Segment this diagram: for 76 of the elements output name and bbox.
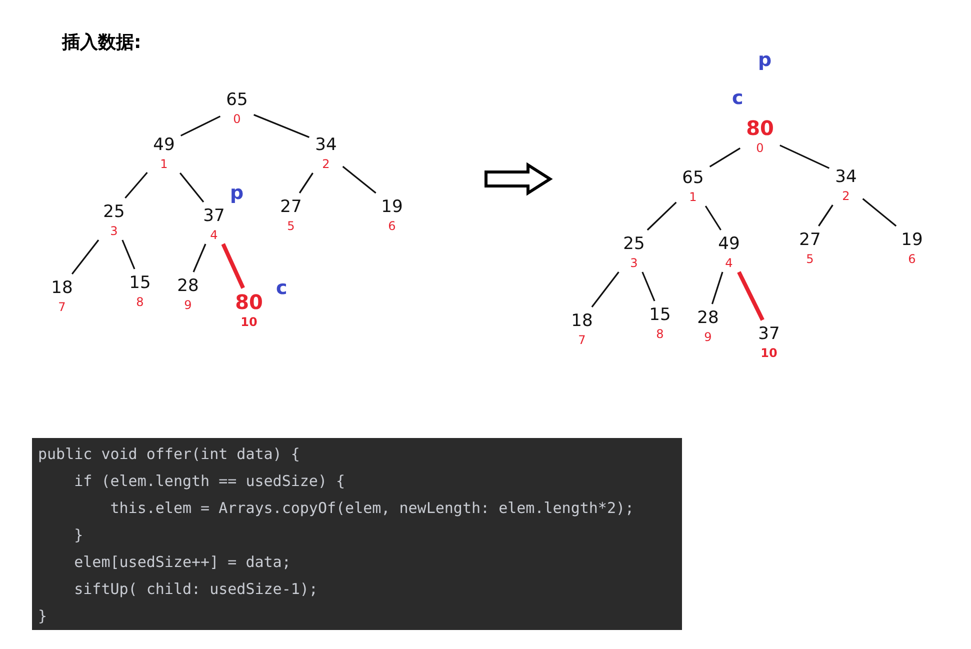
tree-edge <box>737 271 764 321</box>
array-index: 7 <box>58 300 66 314</box>
tree-edge <box>709 148 741 168</box>
tree-edge <box>192 244 206 272</box>
array-index: 9 <box>184 298 192 312</box>
node-value: 15 <box>129 273 151 293</box>
tree-edge <box>780 144 830 169</box>
array-index: 9 <box>704 330 712 344</box>
node-value: 18 <box>51 278 73 298</box>
array-index: 7 <box>578 333 586 347</box>
array-index: 10 <box>760 346 778 360</box>
node-value: 28 <box>177 276 199 296</box>
node-value: 27 <box>799 230 821 250</box>
code-line: } <box>73 525 84 545</box>
tree-edge <box>342 166 376 194</box>
pointer-label: c <box>276 278 288 298</box>
pointer-label: p <box>758 50 772 70</box>
code-line: if (elem.length == usedSize) { <box>73 471 346 491</box>
array-index: 3 <box>110 224 118 238</box>
array-index: 6 <box>908 252 916 266</box>
array-index: 2 <box>322 157 330 171</box>
node-value: 65 <box>226 90 248 110</box>
node-value: 34 <box>315 135 337 155</box>
tree-edge <box>221 243 245 289</box>
array-index: 2 <box>842 189 850 203</box>
array-index: 1 <box>160 157 168 171</box>
pointer-label: c <box>732 88 744 108</box>
code-line: siftUp( child: usedSize-1); <box>73 579 318 599</box>
array-index: 3 <box>630 256 638 270</box>
tree-edge <box>704 206 722 230</box>
node-value: 49 <box>718 234 740 254</box>
array-index: 0 <box>756 141 764 155</box>
node-value: 37 <box>758 324 780 344</box>
node-value: 25 <box>103 202 125 222</box>
tree-edge <box>254 114 310 138</box>
node-value: 25 <box>623 234 645 254</box>
array-index: 6 <box>388 219 396 233</box>
array-index: 4 <box>210 228 218 242</box>
tree-edge <box>646 202 677 231</box>
tree-edge <box>298 172 314 194</box>
array-index: 5 <box>806 252 814 266</box>
code-line: public void offer(int data) { <box>38 444 300 464</box>
tree-edge <box>642 272 656 302</box>
tree-edge <box>862 198 897 227</box>
node-value: 18 <box>571 311 593 331</box>
node-value: 65 <box>682 168 704 188</box>
tree-edge <box>180 116 221 136</box>
tree-edge <box>818 204 834 226</box>
title: 插入数据: <box>62 31 142 54</box>
node-value: 19 <box>381 197 403 217</box>
tree-edge <box>179 172 204 202</box>
array-index: 1 <box>689 190 697 204</box>
code-line: elem[usedSize++] = data; <box>73 552 291 572</box>
node-value: 19 <box>901 230 923 250</box>
node-value: 28 <box>697 308 719 328</box>
tree-edge <box>711 272 724 304</box>
node-value: 34 <box>835 167 857 187</box>
array-index: 10 <box>240 315 258 329</box>
array-index: 0 <box>233 112 241 126</box>
node-value: 80 <box>235 292 263 312</box>
array-index: 8 <box>136 295 144 309</box>
code-line: this.elem = Arrays.copyOf(elem, newLength: elem.length*2); <box>109 498 634 518</box>
array-index: 4 <box>725 256 733 270</box>
node-value: 15 <box>649 305 671 325</box>
pointer-label: p <box>230 183 244 203</box>
array-index: 8 <box>656 327 664 341</box>
tree-edge <box>122 240 136 270</box>
tree-edge <box>71 240 100 274</box>
tree-edge <box>591 272 620 308</box>
node-value: 37 <box>203 206 225 226</box>
tree-edge <box>124 172 148 199</box>
code-line: } <box>38 606 48 626</box>
node-value: 49 <box>153 135 175 155</box>
node-value: 27 <box>280 197 302 217</box>
node-value: 80 <box>746 118 774 138</box>
array-index: 5 <box>287 219 295 233</box>
